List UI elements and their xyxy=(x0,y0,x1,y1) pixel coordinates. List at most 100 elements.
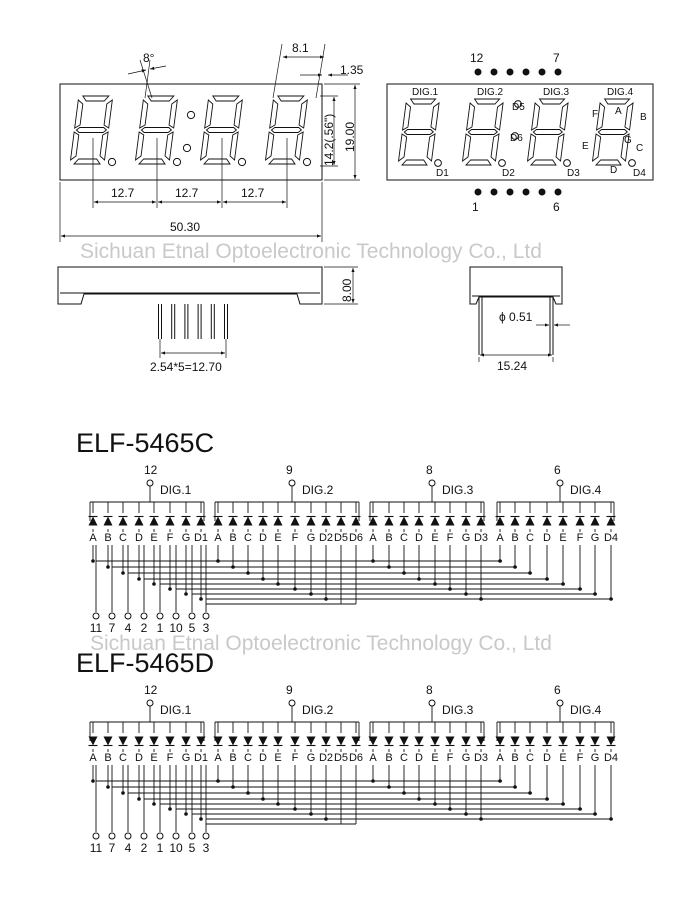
segment-g xyxy=(205,127,238,133)
segment-label-3-E: E xyxy=(431,752,438,764)
bottom-pin-11 xyxy=(92,832,100,840)
pin-dot-top-4 xyxy=(522,68,530,76)
diode-1-E xyxy=(149,515,159,526)
segment-f xyxy=(595,102,606,131)
labeled-digit-4 xyxy=(591,98,634,166)
diode-triangle xyxy=(181,736,191,746)
bottom-pin-2 xyxy=(140,612,148,620)
diode-triangle xyxy=(290,736,300,746)
diode-1-F xyxy=(165,515,175,526)
pin-label-6: 6 xyxy=(553,200,560,214)
junction-dot xyxy=(137,577,141,581)
diode-4-A xyxy=(495,736,505,747)
segment-a xyxy=(409,98,437,105)
junction-dot xyxy=(387,565,391,569)
label-seg-d: D xyxy=(610,165,617,176)
bottom-pin-label-2: 2 xyxy=(141,621,148,635)
segment-label-4-F: F xyxy=(577,532,584,544)
depth-label: 8.00 xyxy=(340,278,354,302)
bottom-pin-label-3: 3 xyxy=(203,841,210,855)
diode-triangle xyxy=(430,736,440,746)
pin-dot-bottom-5 xyxy=(538,188,546,196)
labeled-dp-3 xyxy=(563,159,571,167)
seg-width-label: 1.35 xyxy=(340,63,364,77)
front-digit-2 xyxy=(134,95,178,165)
junction-dot xyxy=(168,807,172,811)
diode-triangle xyxy=(351,516,361,526)
segment-c xyxy=(490,133,500,162)
digit-width-label: 8.1 xyxy=(292,41,309,55)
diode-3-E xyxy=(430,515,440,526)
junction-dot xyxy=(528,791,532,795)
diode-3-D3 xyxy=(476,736,486,747)
bottom-pin-4 xyxy=(124,612,132,620)
segment-label-1-G: G xyxy=(182,752,191,764)
segment-label-2-D2: D2 xyxy=(319,752,333,764)
diode-triangle xyxy=(461,736,471,746)
segment-c xyxy=(426,133,436,162)
digit-label-3: DIG.3 xyxy=(442,703,474,717)
bottom-pin-5 xyxy=(188,832,196,840)
diode-2-D xyxy=(258,736,268,747)
junction-dot xyxy=(433,802,437,806)
segment-e xyxy=(397,133,408,162)
segment-c xyxy=(294,131,304,161)
label-seg-a: A xyxy=(615,106,622,117)
diode-triangle xyxy=(399,736,409,746)
junction-dot xyxy=(261,797,265,801)
width-label: 50.30 xyxy=(170,220,200,234)
junction-dot xyxy=(137,797,141,801)
diode-4-C xyxy=(525,736,535,747)
segment-label-1-E: E xyxy=(150,752,157,764)
diode-triangle xyxy=(243,516,253,526)
front-digit-1 xyxy=(69,95,113,165)
diode-triangle xyxy=(103,516,113,526)
junction-dot xyxy=(593,592,597,596)
labeled-digit-3 xyxy=(526,98,569,166)
junction-dot xyxy=(402,791,406,795)
diode-1-A xyxy=(88,736,98,747)
junction-dot xyxy=(578,807,582,811)
pin-dot-top-5 xyxy=(538,68,546,76)
height-label: 19.00 xyxy=(343,122,357,152)
junction-dot xyxy=(152,802,156,806)
segment-label-4-F: F xyxy=(577,752,584,764)
diode-triangle xyxy=(445,736,455,746)
segment-d xyxy=(267,158,296,165)
label-d4: D4 xyxy=(633,168,646,179)
segment-label-4-G: G xyxy=(591,752,600,764)
label-seg-f: F xyxy=(592,109,598,120)
bottom-pin-3 xyxy=(202,832,210,840)
junction-dot xyxy=(609,597,613,601)
segment-label-3-D: D xyxy=(415,532,423,544)
common-pin-label-9: 9 xyxy=(286,463,293,477)
common-pin-label-12: 12 xyxy=(144,683,158,697)
segment-label-1-F: F xyxy=(167,532,174,544)
junction-dot xyxy=(324,597,328,601)
diode-triangle xyxy=(336,736,346,746)
bottom-pin-label-10: 10 xyxy=(169,841,183,855)
diode-triangle xyxy=(196,516,206,526)
bottom-pin-label-4: 4 xyxy=(125,621,132,635)
common-pin-label-8: 8 xyxy=(426,463,433,477)
decimal-point-4 xyxy=(302,157,312,167)
junction-dot xyxy=(498,779,502,783)
segment-d xyxy=(594,159,622,166)
segment-a xyxy=(473,98,501,105)
segment-label-1-A: A xyxy=(89,752,97,764)
diode-3-C xyxy=(399,736,409,747)
segment-label-4-D: D xyxy=(543,532,551,544)
segment-d xyxy=(529,159,557,166)
diode-3-G xyxy=(461,736,471,747)
segment-label-3-A: A xyxy=(369,532,377,544)
segment-label-4-D4: D4 xyxy=(604,532,618,544)
bottom-pin-5 xyxy=(188,612,196,620)
digit-label-4: DIG.4 xyxy=(570,703,602,717)
segment-label-2-E: E xyxy=(274,752,281,764)
junction-dot xyxy=(387,785,391,789)
pitch-label-2: 12.7 xyxy=(175,186,199,200)
diode-triangle xyxy=(228,736,238,746)
diode-2-E xyxy=(273,515,283,526)
junction-dot xyxy=(417,797,421,801)
diode-4-F xyxy=(575,736,585,747)
